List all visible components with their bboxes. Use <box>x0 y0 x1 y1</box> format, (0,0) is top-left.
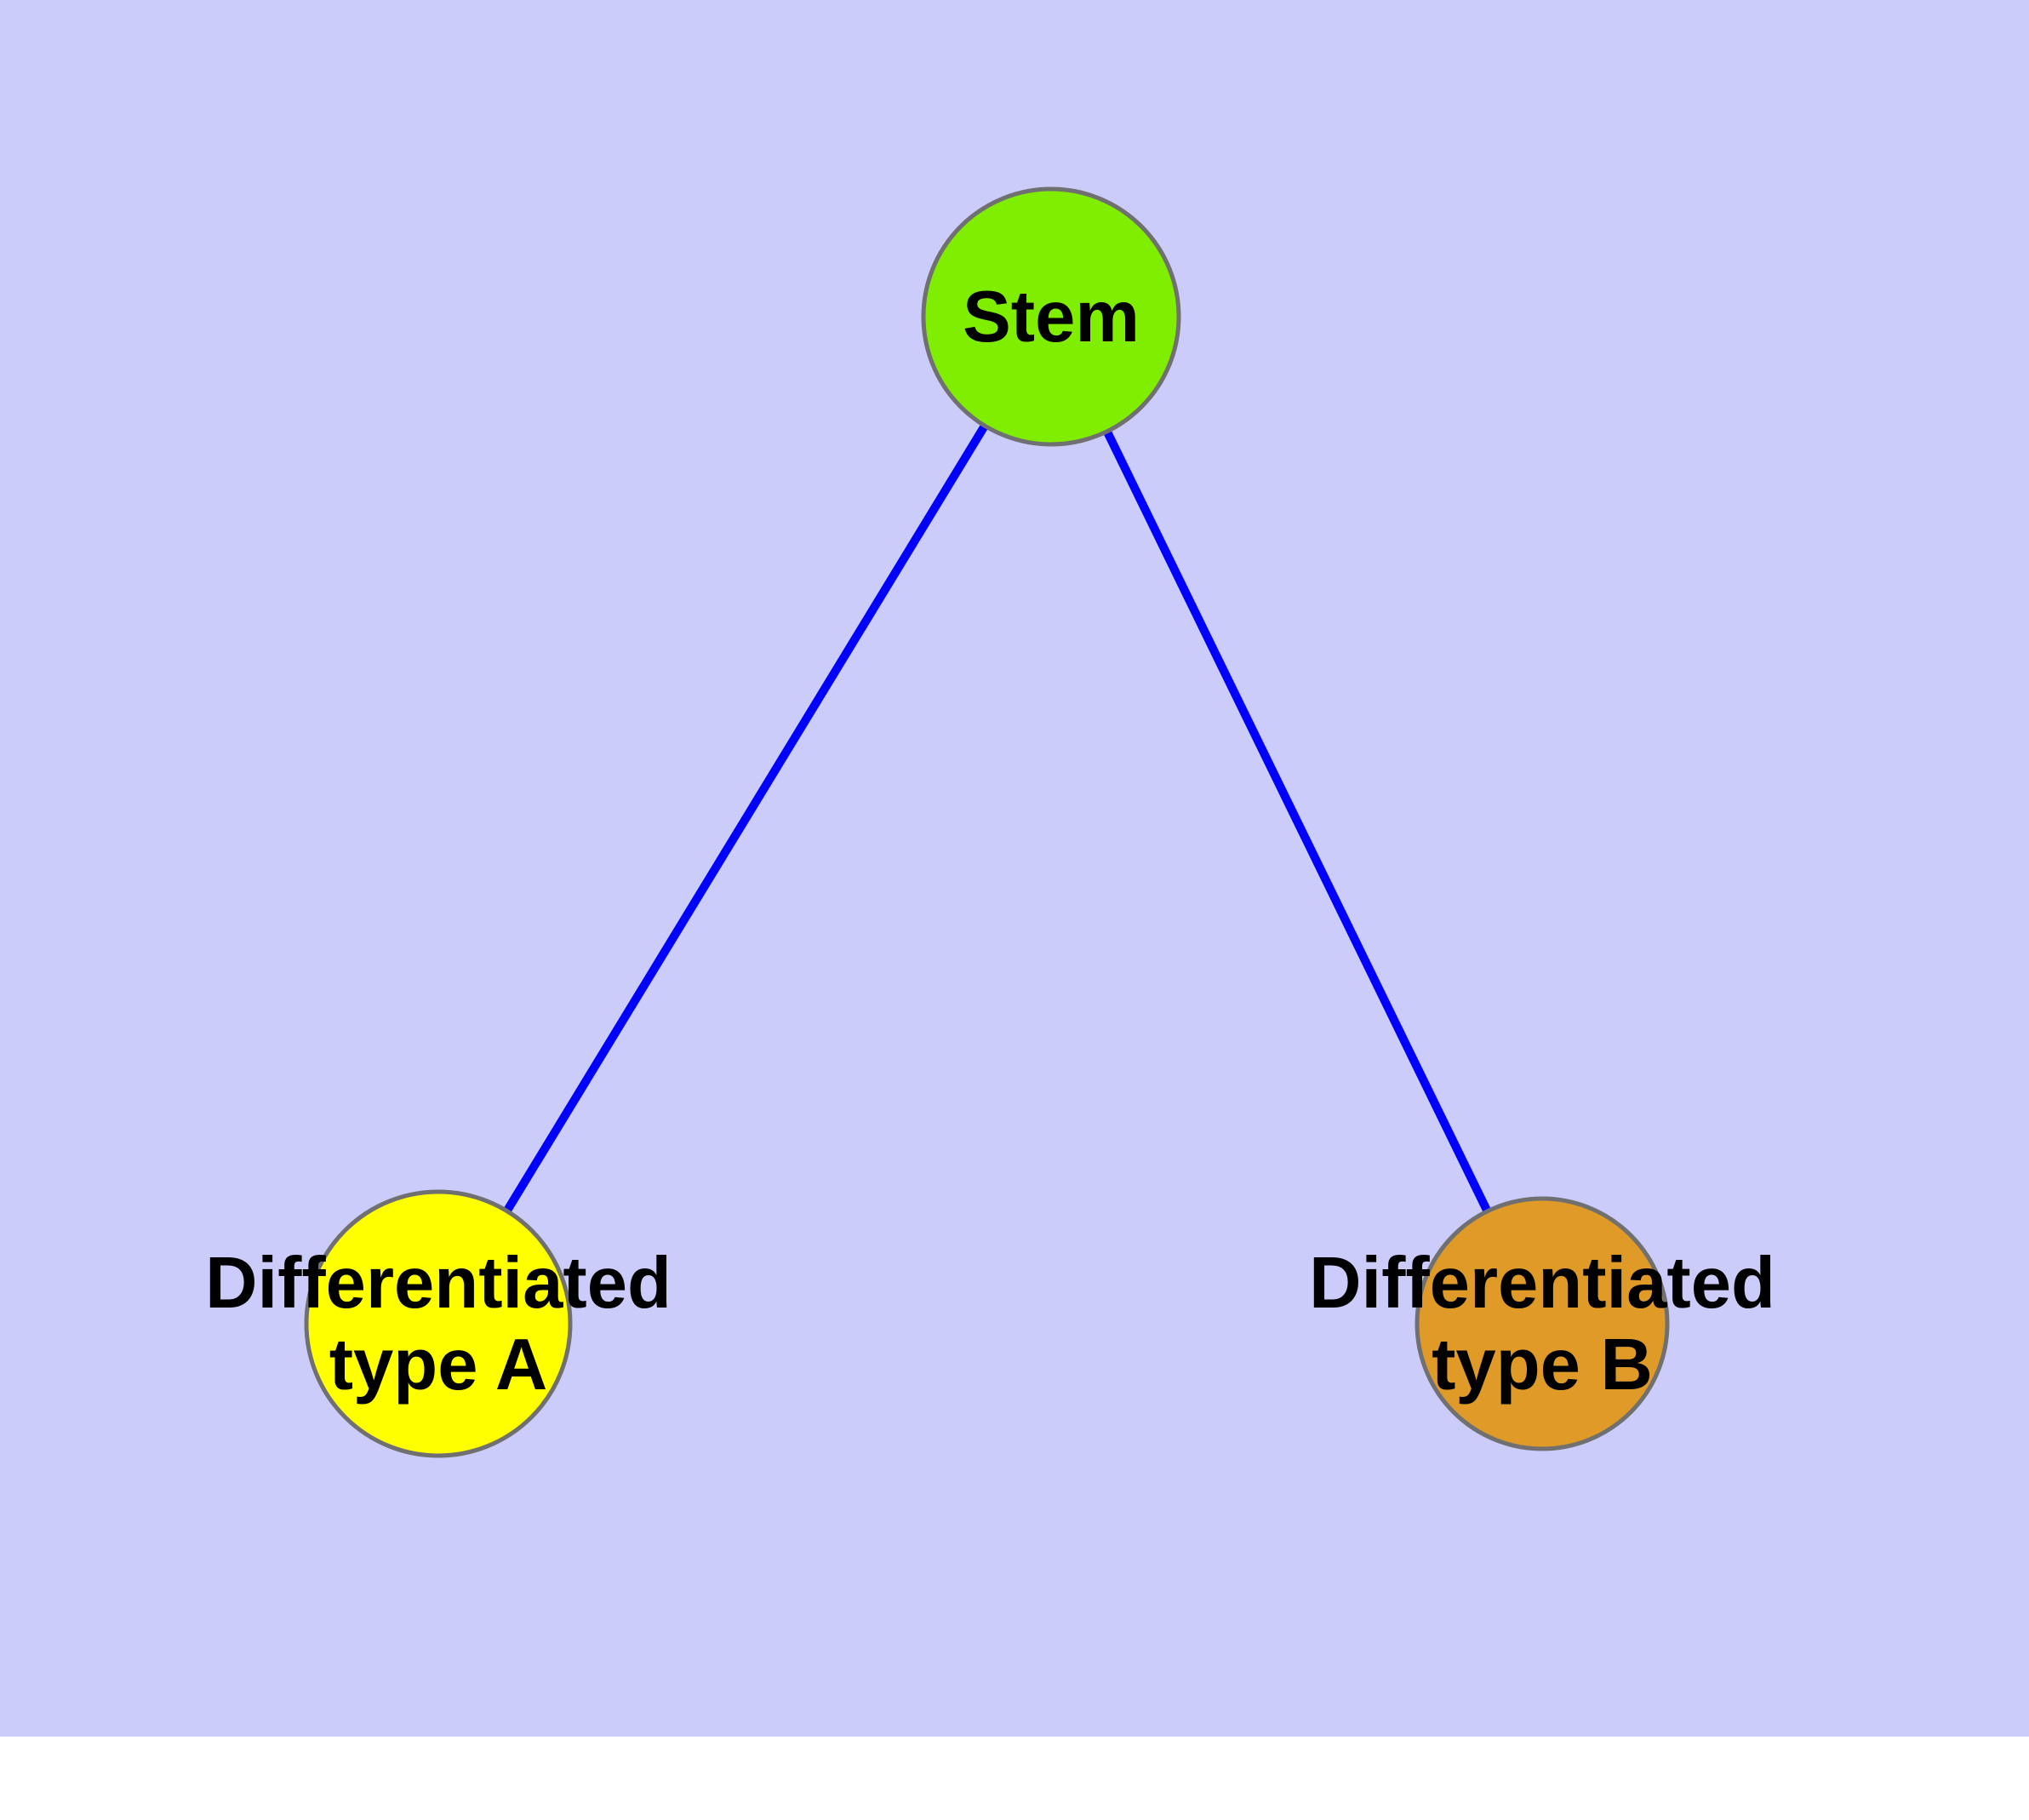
node-stem[interactable] <box>921 186 1181 447</box>
node-label-line: type A <box>329 1325 548 1405</box>
edge-stem-diff_b[interactable] <box>1047 314 1546 1326</box>
node-diff_a[interactable] <box>304 1189 573 1458</box>
node-label-line: type B <box>1432 1325 1653 1405</box>
node-label-line: Stem <box>963 277 1140 358</box>
node-diff_b[interactable] <box>1415 1196 1670 1451</box>
edges-layer <box>434 314 1546 1326</box>
node-label-line: Differentiated <box>205 1243 672 1324</box>
nodes-layer <box>304 186 1670 1458</box>
node-label-line: Differentiated <box>1309 1243 1775 1324</box>
node-label-stem: Stem <box>963 277 1140 358</box>
edge-stem-diff_a[interactable] <box>434 314 1055 1326</box>
